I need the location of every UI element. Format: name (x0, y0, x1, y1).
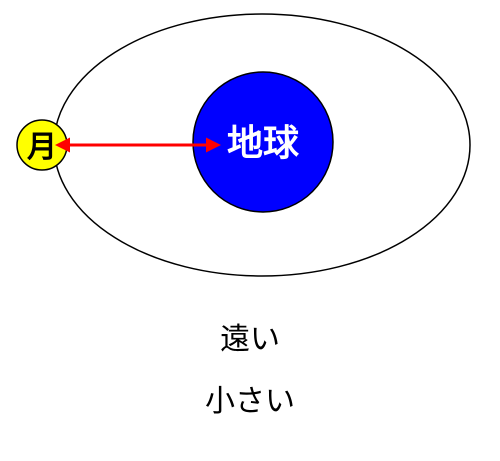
earth-label: 地球 (227, 123, 300, 164)
caption-small: 小さい (205, 384, 295, 419)
caption-far: 遠い (220, 322, 280, 357)
moon-label: 月 (27, 130, 57, 165)
orbit-diagram: 地球 月 (16, 13, 471, 277)
